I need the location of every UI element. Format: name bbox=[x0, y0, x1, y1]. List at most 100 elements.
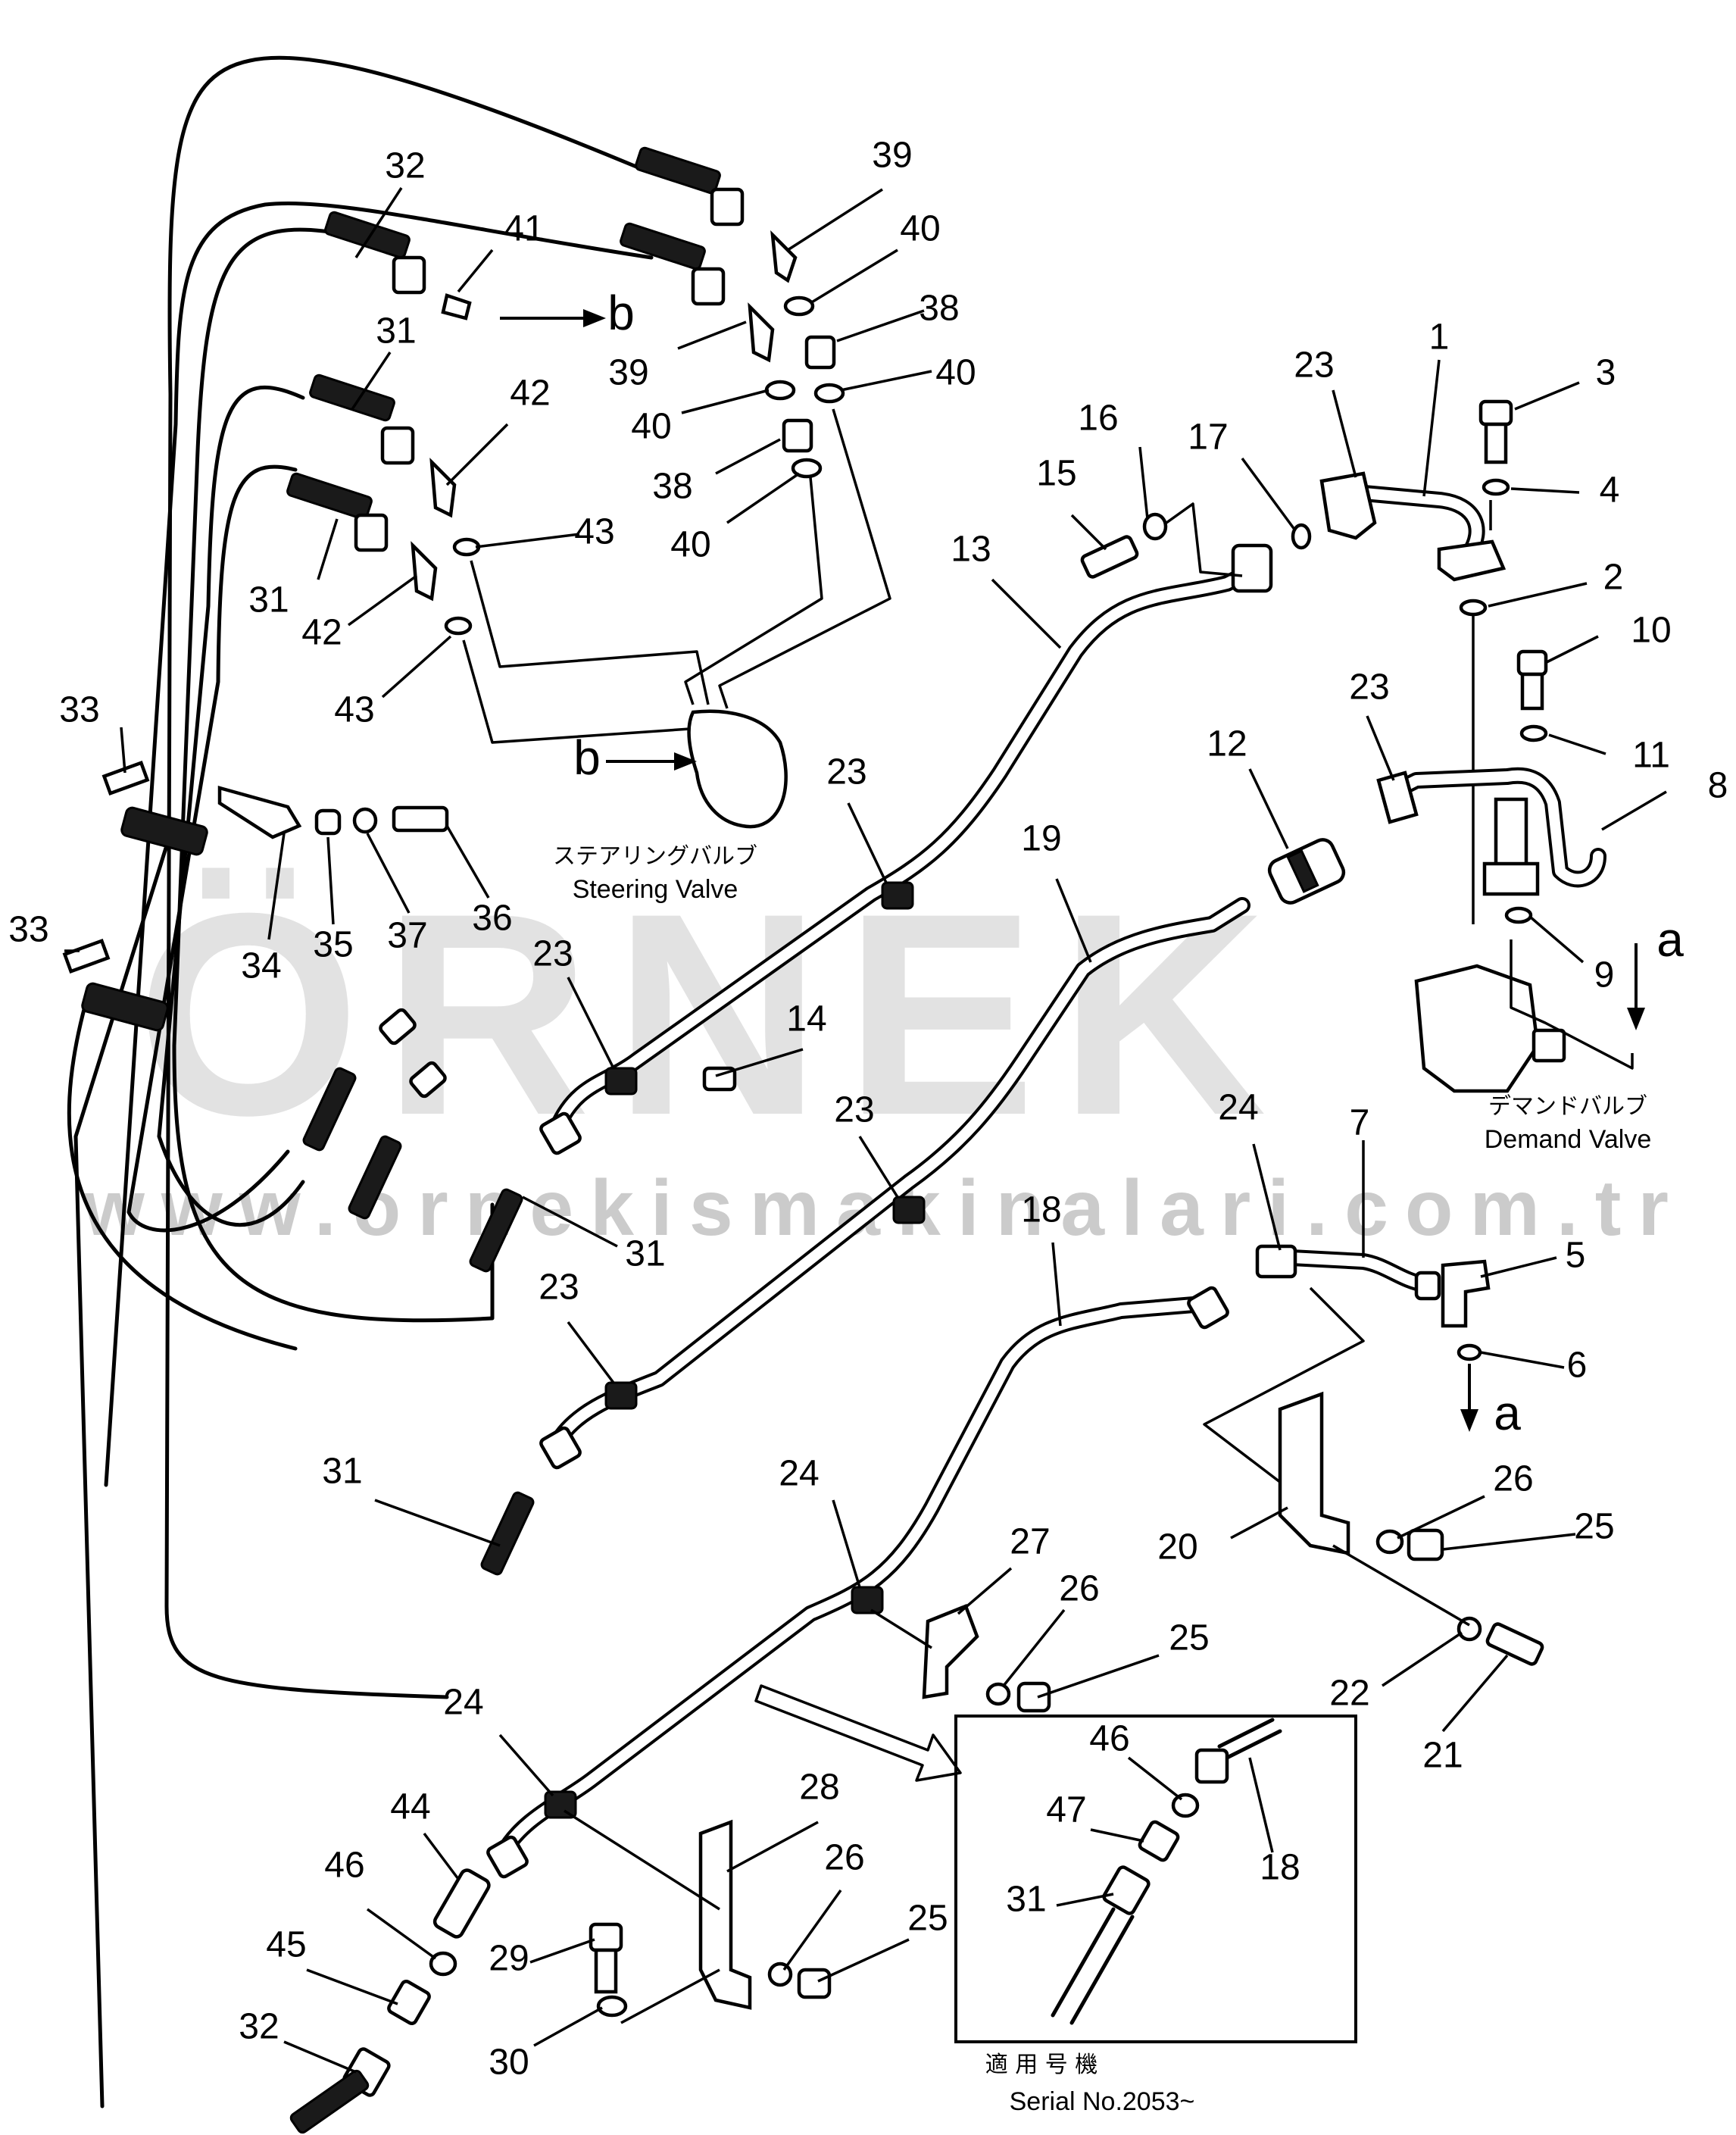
hose-ends-lower bbox=[302, 1008, 535, 1576]
callout-42-upper: 42 bbox=[510, 374, 550, 414]
leader-24-right bbox=[1252, 1143, 1282, 1251]
callout-3: 3 bbox=[1596, 353, 1616, 393]
elbow-5 bbox=[1441, 1259, 1491, 1328]
callout-33-upper: 33 bbox=[59, 690, 99, 730]
tube-13-flange bbox=[1231, 543, 1273, 593]
callout-31-inset: 31 bbox=[1006, 1880, 1046, 1920]
callout-labels: 32 41 31 42 31 42 43 43 39 40 38 39 40 4… bbox=[8, 136, 1728, 2083]
leader-15 bbox=[1070, 514, 1107, 551]
callout-47-inset: 47 bbox=[1046, 1790, 1086, 1830]
callout-40-top: 40 bbox=[900, 209, 940, 249]
bolt-3-shank bbox=[1484, 422, 1508, 464]
steering-valve-label-en: Steering Valve bbox=[573, 875, 738, 904]
callout-33-lower: 33 bbox=[8, 910, 48, 950]
oring-40b bbox=[764, 380, 796, 401]
leader-40-bottom bbox=[726, 472, 800, 524]
flange-23-top bbox=[1319, 471, 1377, 540]
leader-20 bbox=[1230, 1506, 1288, 1540]
tube-1-assembly bbox=[1319, 399, 1513, 924]
callout-26-low: 26 bbox=[824, 1838, 864, 1878]
hose-end-lower-b bbox=[348, 1135, 402, 1220]
hose-end-39a bbox=[635, 146, 721, 195]
hose-2 bbox=[104, 201, 654, 1487]
leader-1 bbox=[1422, 359, 1441, 497]
letter-a-out: a bbox=[1494, 1386, 1521, 1440]
elbow-41 bbox=[441, 293, 472, 320]
callout-44: 44 bbox=[390, 1787, 430, 1827]
callout-23-right: 23 bbox=[1349, 667, 1389, 708]
callout-26-right: 26 bbox=[1493, 1459, 1533, 1499]
collar-35 bbox=[314, 808, 342, 836]
arrow-a-out-head bbox=[1460, 1409, 1478, 1432]
line-20-21 bbox=[1332, 1544, 1470, 1627]
callout-18: 18 bbox=[1021, 1190, 1061, 1230]
serial-label-jp: 適 用 号 機 bbox=[985, 2052, 1098, 2078]
steering-valve-body bbox=[687, 709, 788, 829]
bolt-15 bbox=[1080, 535, 1139, 579]
leader-32-top bbox=[354, 187, 403, 258]
flange-23-right bbox=[1376, 771, 1419, 824]
tube-clamps bbox=[544, 881, 926, 1819]
inset-nut-18 bbox=[1194, 1748, 1229, 1784]
leader-46-inset bbox=[1127, 1756, 1183, 1801]
callout-38-top: 38 bbox=[919, 289, 959, 329]
leader-23-left bbox=[567, 977, 615, 1069]
hose-end-39b bbox=[620, 222, 706, 270]
inset-nut-31 bbox=[1102, 1865, 1151, 1915]
callout-8: 8 bbox=[1708, 766, 1728, 806]
oring-6 bbox=[1457, 1343, 1482, 1361]
oring-40c bbox=[813, 383, 845, 404]
bolt-10-head bbox=[1516, 649, 1548, 677]
callout-46: 46 bbox=[324, 1846, 364, 1886]
line-clamp-28 bbox=[564, 1809, 720, 1911]
clamp-23-d bbox=[604, 1381, 638, 1410]
leader-39-mid bbox=[677, 320, 747, 350]
flange-24-right bbox=[1255, 1244, 1297, 1279]
line-43b-valve bbox=[462, 639, 713, 744]
washer-11 bbox=[1519, 724, 1548, 742]
leader-32-low bbox=[283, 2040, 357, 2074]
inset-oring-46 bbox=[1171, 1793, 1200, 1818]
fasteners-15-17 bbox=[1080, 502, 1312, 579]
inset-adapter-47 bbox=[1138, 1820, 1180, 1862]
hose-5 bbox=[126, 464, 298, 1233]
demand-valve bbox=[1414, 939, 1634, 1093]
callout-32-top: 32 bbox=[385, 146, 425, 186]
sleeve-44 bbox=[432, 1868, 491, 1939]
line-43a-valve bbox=[470, 560, 710, 705]
leader-23-top bbox=[1332, 389, 1357, 478]
leader-25-low bbox=[817, 1938, 910, 1983]
leader-40-top bbox=[810, 249, 898, 305]
leader-44 bbox=[423, 1832, 460, 1880]
bracket-20-assembly bbox=[1278, 1391, 1544, 1666]
hose-end-fittings-upper bbox=[286, 146, 745, 552]
bolt-10-shank bbox=[1520, 672, 1544, 711]
line-16-flange bbox=[1165, 502, 1243, 577]
arrow-b-out-head bbox=[583, 309, 606, 327]
hose-end-lower-a bbox=[302, 1067, 357, 1152]
leader-lines bbox=[64, 187, 1667, 2074]
nut-31a bbox=[380, 426, 415, 465]
inset-frame bbox=[954, 1715, 1357, 2043]
leader-14 bbox=[715, 1048, 804, 1077]
callout-20: 20 bbox=[1157, 1527, 1197, 1568]
leader-21 bbox=[1441, 1654, 1509, 1733]
leader-26-right bbox=[1397, 1495, 1485, 1540]
callout-35: 35 bbox=[313, 925, 353, 965]
leader-18-inset bbox=[1248, 1757, 1274, 1853]
coupling-12 bbox=[1267, 838, 1346, 905]
callout-40-right: 40 bbox=[935, 353, 976, 393]
leader-23-upper-mid bbox=[847, 802, 888, 883]
oring-46 bbox=[429, 1951, 457, 1977]
callout-40-bottom: 40 bbox=[670, 525, 710, 565]
coupling-12-ring bbox=[1286, 849, 1319, 893]
callout-23-mid: 23 bbox=[834, 1090, 874, 1130]
inset-hose-31a bbox=[1051, 1907, 1116, 2018]
line-30-28 bbox=[620, 1968, 720, 2024]
line-7-bracket bbox=[1203, 1286, 1365, 1486]
callout-41: 41 bbox=[504, 209, 544, 249]
hose-outer bbox=[164, 55, 639, 1699]
leader-25-mid bbox=[1037, 1654, 1160, 1699]
callout-6: 6 bbox=[1567, 1346, 1588, 1386]
